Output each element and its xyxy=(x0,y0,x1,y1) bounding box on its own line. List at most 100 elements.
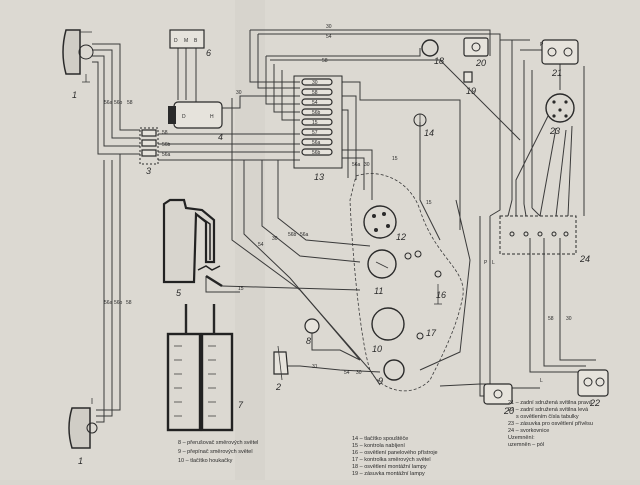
wire-label-l: L xyxy=(492,260,495,266)
starter-button-14: 14 xyxy=(413,113,434,138)
wire-label-56a-low: 56a xyxy=(104,300,113,306)
wire-labels: 30 54 58 30 56a 56b 58 56a 56b 58 54 30 … xyxy=(104,24,572,384)
label-component-20-top: 20 xyxy=(475,58,486,68)
label-component-18: 18 xyxy=(434,56,444,66)
wire-label-p-top: P xyxy=(540,42,544,48)
legend-right-item: Uzemnění: xyxy=(508,435,535,441)
starter-5: 5 xyxy=(162,198,221,298)
legend-right-item: 22 – zadní sdružená svítilna levá xyxy=(508,407,589,413)
charging-lamp-15 xyxy=(404,250,422,260)
headlamp-front-top: 1 xyxy=(62,29,94,100)
label-component-4: 4 xyxy=(218,132,223,142)
battery-7: 7 xyxy=(166,274,244,432)
light-switch-11: 11 xyxy=(367,249,397,296)
terminal-block-24: 24 xyxy=(499,215,590,264)
wire-label-15-right: 15 xyxy=(392,156,398,162)
speedometer-10: 10 xyxy=(371,307,405,354)
rear-combination-lamp-right-21: 21 xyxy=(541,39,579,78)
terminal-b-6: B xyxy=(194,38,198,44)
terminal-d-6: D xyxy=(174,38,178,44)
ignition-switch-12: 12 xyxy=(363,205,406,242)
fuse-label-56b: 56b xyxy=(312,110,321,116)
wire-label-15-mid: 15 xyxy=(426,200,432,206)
wire-label-30-to-12: 30 xyxy=(272,236,278,242)
label-component-11: 11 xyxy=(374,286,383,296)
label-component-1-top: 1 xyxy=(72,90,77,100)
label-component-7: 7 xyxy=(238,400,244,410)
wire-label-56b-vertical: 56b xyxy=(114,100,123,106)
terminal-d-4: D xyxy=(182,114,186,120)
panel-lamp-16: 16 xyxy=(434,270,446,305)
horn-2: 2 xyxy=(273,345,289,392)
terminal-h-4: H xyxy=(210,114,214,120)
wire-label-58-low: 58 xyxy=(126,300,132,306)
connector-label-56b: 56b xyxy=(162,142,171,148)
label-component-20-bottom: 20 xyxy=(503,406,514,416)
fuse-label-54: 54 xyxy=(312,100,318,106)
wire-label-58-mid: 58 xyxy=(322,58,328,64)
label-component-3: 3 xyxy=(146,166,151,176)
label-component-6: 6 xyxy=(206,48,211,58)
label-component-1-bottom: 1 xyxy=(78,456,83,466)
label-component-8: 8 xyxy=(306,336,311,346)
legend-right-item: 21 – zadní sdružená svítilna pravá xyxy=(508,400,593,406)
wire-label-30-top: 30 xyxy=(326,24,332,30)
legend-right-item: 24 – svorkovnice xyxy=(508,428,549,434)
dynamo-4: D H 4 xyxy=(168,101,223,142)
legend-left-item: 10 – tlačítko houkačky xyxy=(178,458,233,464)
trailer-socket-23: 23 xyxy=(545,93,575,136)
legend-left: 8 – přerušovač směrových světel 9 – přep… xyxy=(178,440,258,464)
wire-label-56b-low: 56b xyxy=(114,300,123,306)
label-component-19: 19 xyxy=(466,86,476,96)
label-component-5: 5 xyxy=(176,288,182,298)
legend-middle-item: 18 – osvětlení montážní lampy xyxy=(352,464,427,470)
wire-label-58-right: 58 xyxy=(548,316,554,322)
legend-middle: 14 – tlačítko spouštěče 15 – kontrola na… xyxy=(352,436,438,477)
legend-middle-item: 17 – kontrolka směrových světel xyxy=(352,457,431,463)
label-component-17: 17 xyxy=(426,328,437,338)
fuse-box-13: 30 58 54 56b 15 57 56a 56b 13 xyxy=(293,75,343,182)
headlamp-front-bottom: 1 xyxy=(68,398,98,466)
wire-label-30-left: 30 xyxy=(236,90,242,96)
fuse-label-56a: 56a xyxy=(312,140,321,146)
wire-label-54-to-12: 54 xyxy=(258,242,264,248)
legend-left-item: 9 – přepínač směrových světel xyxy=(178,449,253,455)
wire-label-30-far-right: 30 xyxy=(566,316,572,322)
wire-label-56a-right: 56a xyxy=(352,162,361,168)
wire-label-56a-vertical: 56a xyxy=(104,100,113,106)
legend-left-item: 8 – přerušovač směrových světel xyxy=(178,440,258,446)
connector-label-58: 58 xyxy=(162,130,168,136)
indicator-switch-9: 9 xyxy=(378,359,405,386)
legend-middle-item: 19 – zásuvka montážní lampy xyxy=(352,471,425,477)
regulator-6: D M B 6 xyxy=(169,29,211,58)
wire-label-p: P xyxy=(484,260,488,266)
label-component-21: 21 xyxy=(551,68,562,78)
legend-middle-item: 14 – tlačítko spouštěče xyxy=(352,436,408,442)
fuse-label-15: 15 xyxy=(312,120,318,126)
wire-label-54-to-9: 54 xyxy=(344,370,350,376)
wire-label-56b-to-12: 56b xyxy=(288,232,297,238)
wire-label-54-top: 54 xyxy=(326,34,332,40)
wire-label-58-vertical: 58 xyxy=(127,100,133,106)
label-component-23: 23 xyxy=(549,126,560,136)
work-lamp-socket-19: 19 xyxy=(463,71,476,96)
rear-light-20-bottom: 20 xyxy=(483,383,514,416)
wire-label-56a-to-12: 56a xyxy=(300,232,309,238)
wire-label-30-to-9: 30 xyxy=(356,370,362,376)
fuse-label-57: 57 xyxy=(312,130,318,136)
fuse-label-56b-2: 56b xyxy=(312,150,321,156)
legend-right-item: uzemněn – pól xyxy=(508,442,544,448)
wire-label-31-to-2: 31 xyxy=(312,364,318,370)
label-component-24: 24 xyxy=(579,254,590,264)
legend-right-item: 23 – zásuvka pro osvětlení přívěsu xyxy=(508,421,593,427)
legend-right: 21 – zadní sdružená svítilna pravá 22 – … xyxy=(508,400,593,448)
label-component-14: 14 xyxy=(424,128,434,138)
label-component-2: 2 xyxy=(275,382,281,392)
label-component-9: 9 xyxy=(378,376,383,386)
label-component-22: 22 xyxy=(589,398,600,408)
legend-middle-item: 16 – osvětlení panelového přístroje xyxy=(352,450,438,456)
label-component-12: 12 xyxy=(396,232,406,242)
legend-middle-item: 15 – kontrola nabíjení xyxy=(352,443,405,449)
